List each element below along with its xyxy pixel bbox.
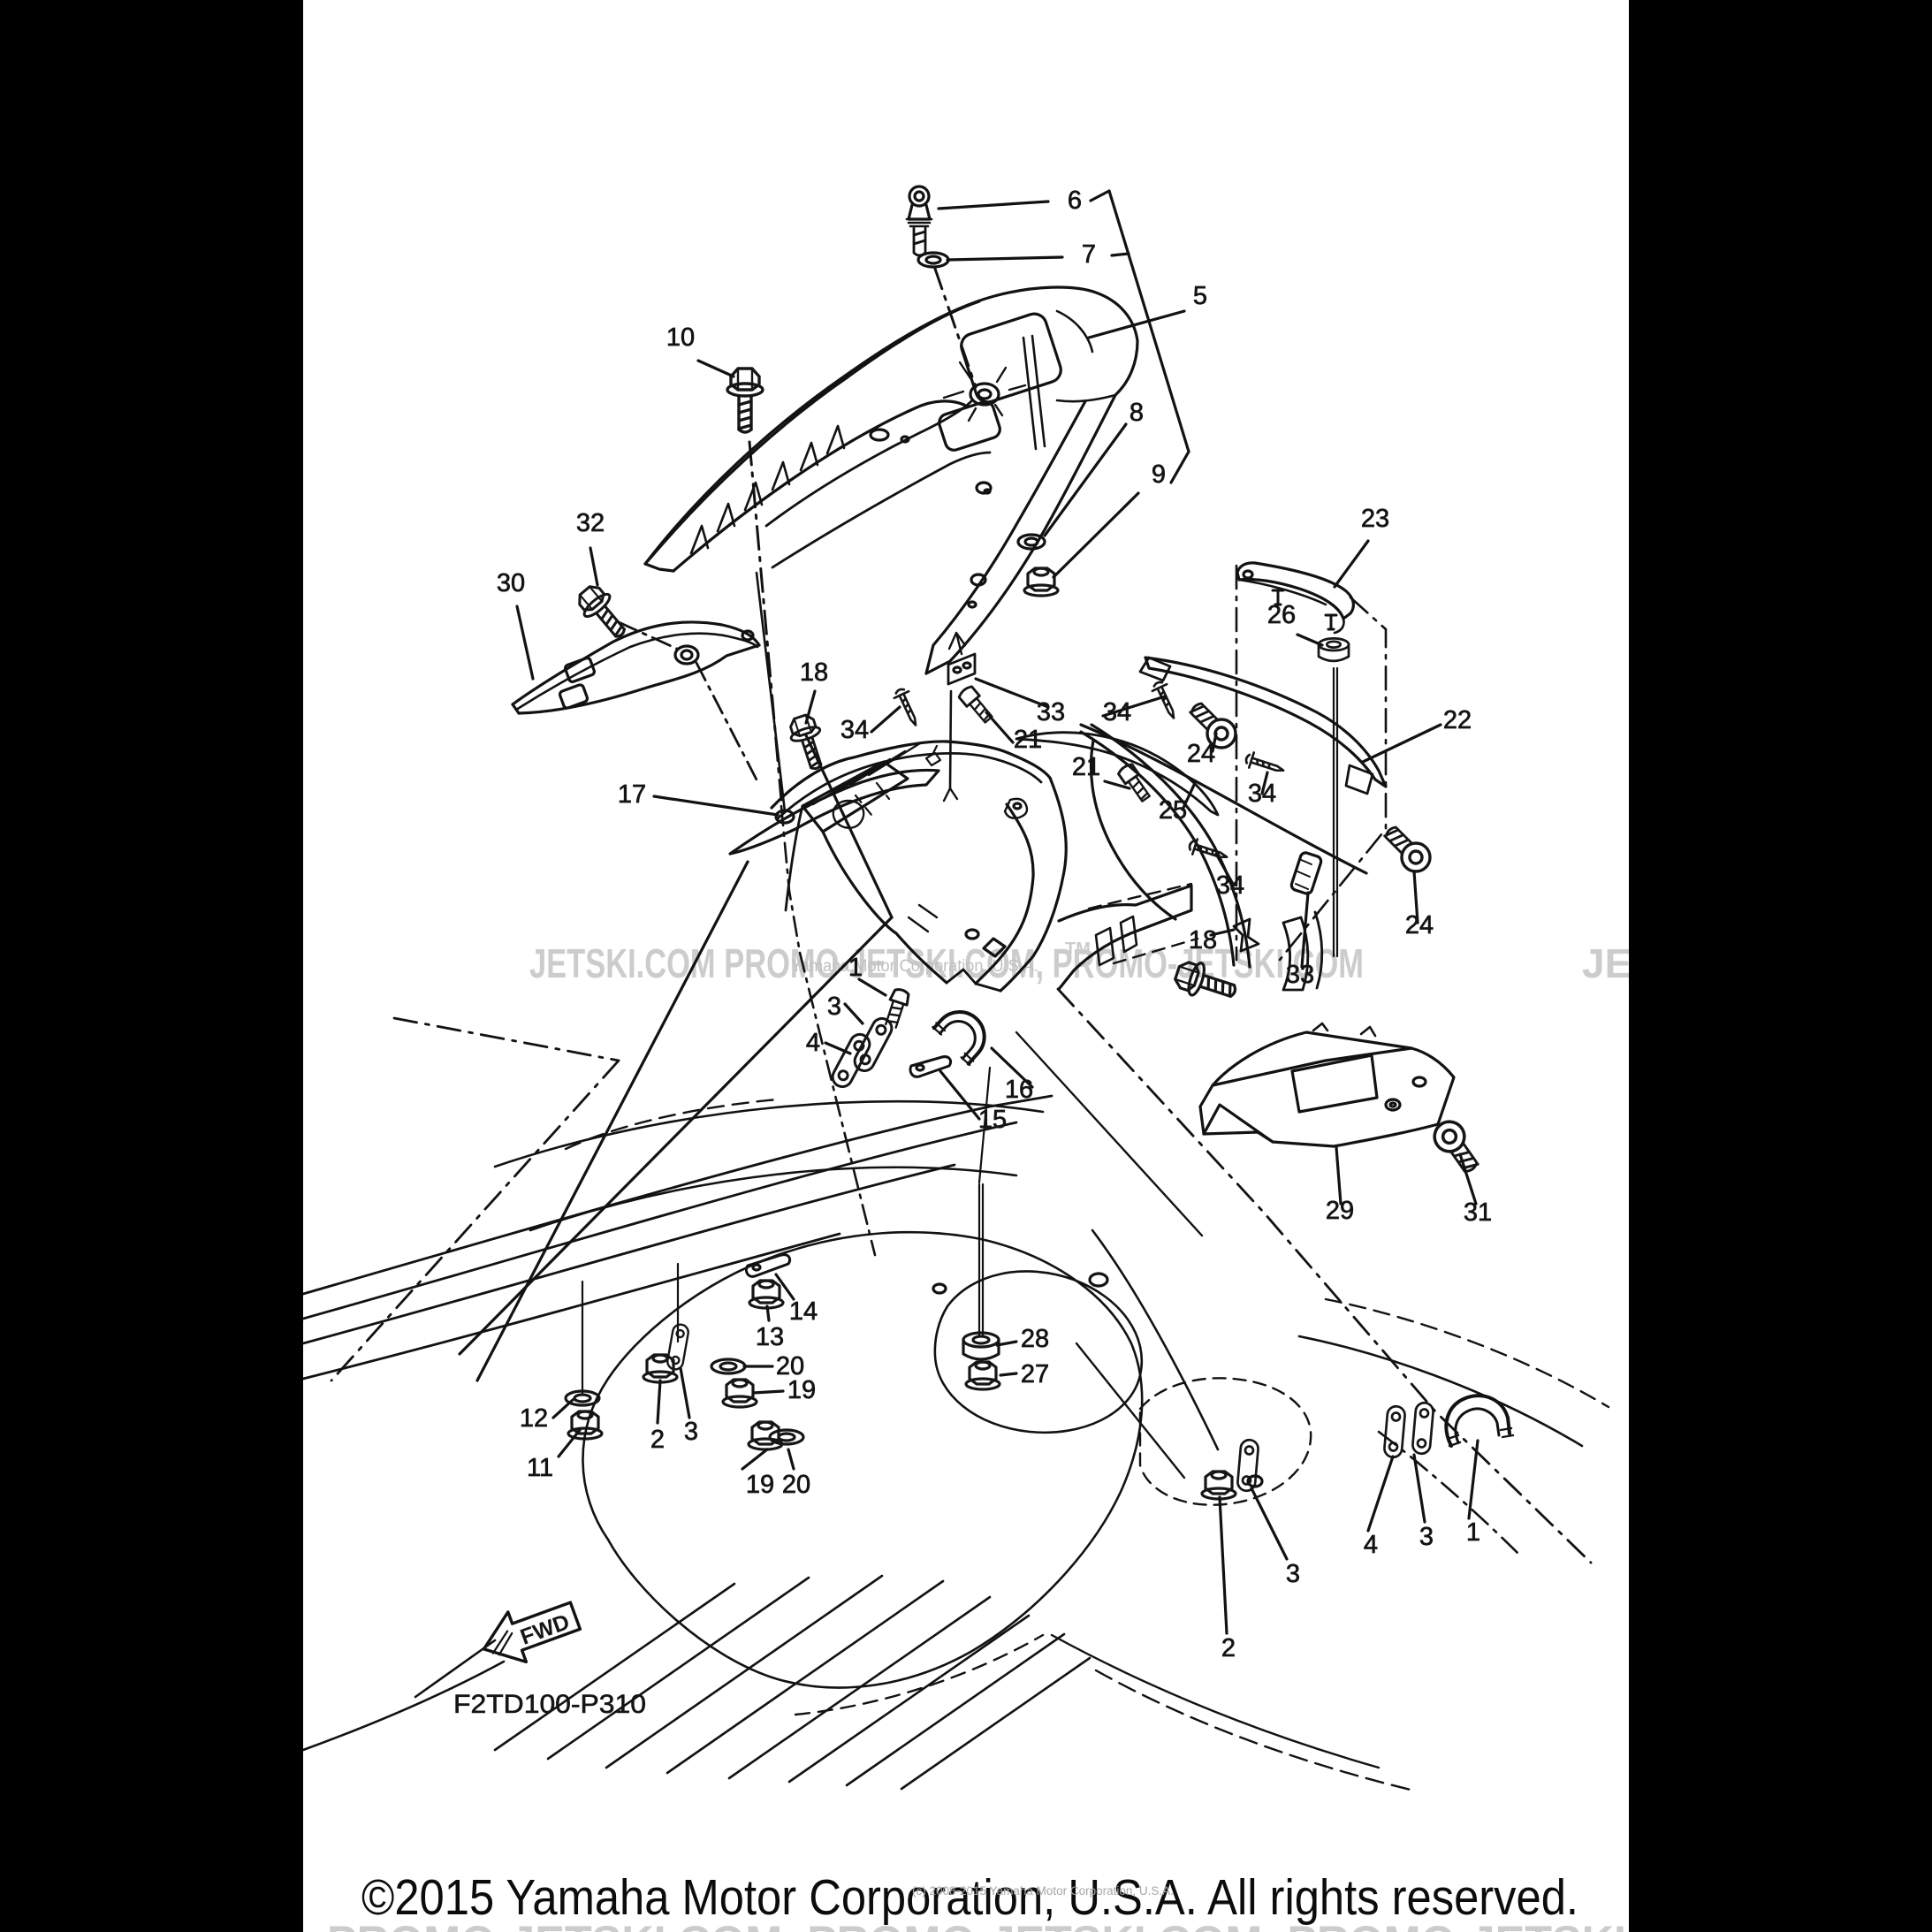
svg-text:29: 29 — [1326, 1197, 1354, 1225]
svg-text:10: 10 — [666, 323, 695, 352]
svg-text:28: 28 — [1021, 1325, 1049, 1353]
svg-text:34: 34 — [1216, 871, 1244, 900]
svg-text:1: 1 — [848, 954, 863, 982]
svg-text:22: 22 — [1443, 706, 1472, 734]
svg-text:3: 3 — [827, 993, 841, 1021]
svg-text:24: 24 — [1405, 911, 1434, 939]
svg-text:20: 20 — [782, 1471, 810, 1499]
svg-text:PROMO-JETSKI.COM, PROMO-JETSKI: PROMO-JETSKI.COM, PROMO-JETSKI.COM, PROM… — [327, 1917, 1626, 1932]
svg-text:1: 1 — [1466, 1518, 1480, 1547]
svg-text:26: 26 — [1267, 601, 1296, 629]
svg-text:11: 11 — [527, 1454, 553, 1482]
svg-text:3: 3 — [684, 1418, 698, 1446]
svg-text:15: 15 — [978, 1106, 1007, 1134]
svg-text:8: 8 — [1130, 399, 1144, 427]
svg-text:34: 34 — [1248, 780, 1276, 808]
svg-text:12: 12 — [520, 1404, 548, 1433]
svg-text:19: 19 — [746, 1471, 774, 1499]
svg-text:(c) 2008-2015 Yamaha Motor Cor: (c) 2008-2015 Yamaha Motor Corporation, … — [912, 1884, 1174, 1898]
svg-text:3: 3 — [1419, 1523, 1434, 1551]
svg-text:14: 14 — [789, 1297, 818, 1326]
svg-text:18: 18 — [1189, 926, 1217, 955]
svg-text:4: 4 — [806, 1029, 820, 1057]
svg-text:13: 13 — [756, 1323, 784, 1351]
svg-text:7: 7 — [1082, 240, 1096, 269]
svg-text:31: 31 — [1464, 1198, 1492, 1227]
svg-text:6: 6 — [1068, 186, 1082, 215]
svg-text:25: 25 — [1159, 796, 1187, 825]
svg-text:TM: TM — [1065, 939, 1091, 959]
svg-text:2: 2 — [650, 1426, 665, 1454]
svg-text:9: 9 — [1152, 460, 1166, 489]
svg-text:19: 19 — [787, 1376, 816, 1404]
svg-text:F2TD100-P310: F2TD100-P310 — [453, 1690, 646, 1719]
svg-text:24: 24 — [1187, 740, 1215, 768]
svg-text:33: 33 — [1037, 698, 1065, 726]
svg-text:JETSKI.COM PROMO-JETSKI.COM,: JETSKI.COM PROMO-JETSKI.COM, PROMO-JETSK… — [529, 940, 1364, 986]
svg-text:27: 27 — [1021, 1360, 1049, 1388]
svg-text:2: 2 — [1221, 1634, 1236, 1662]
svg-text:5: 5 — [1193, 282, 1207, 310]
svg-text:3: 3 — [1286, 1560, 1300, 1588]
svg-text:34: 34 — [840, 716, 869, 744]
svg-text:23: 23 — [1361, 505, 1389, 533]
svg-text:33: 33 — [1286, 961, 1314, 989]
svg-text:©2015 Yamaha Motor Corporation: ©2015 Yamaha Motor Corporation, U.S.A. A… — [361, 1869, 1578, 1926]
svg-text:17: 17 — [618, 780, 646, 809]
svg-text:34: 34 — [1103, 698, 1131, 726]
svg-text:21: 21 — [1072, 753, 1100, 781]
svg-text:21: 21 — [1014, 726, 1042, 754]
svg-text:16: 16 — [1005, 1076, 1033, 1104]
svg-text:18: 18 — [800, 658, 828, 687]
svg-text:30: 30 — [497, 569, 525, 597]
svg-text:32: 32 — [576, 509, 605, 537]
svg-text:4: 4 — [1364, 1531, 1378, 1559]
svg-text:20: 20 — [776, 1352, 804, 1381]
svg-text:Yamaha Motor Corporation, U.S.: Yamaha Motor Corporation, U.S.A. — [791, 957, 1038, 976]
